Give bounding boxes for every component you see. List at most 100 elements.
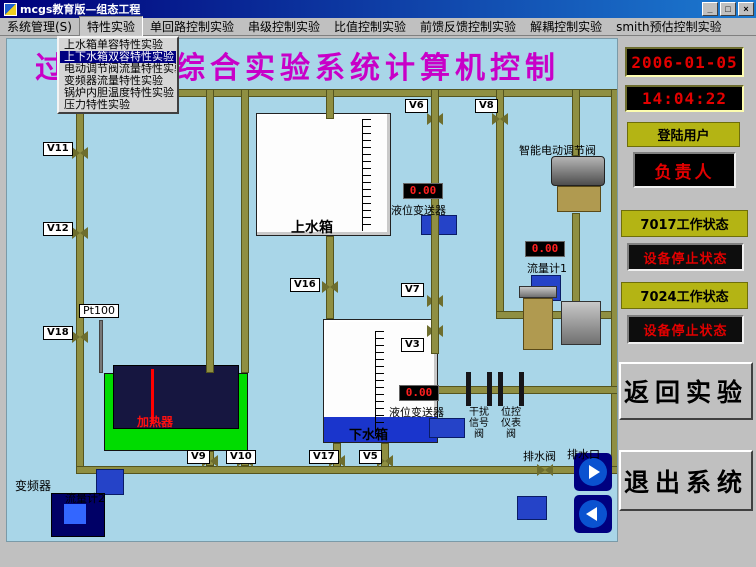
dropdown-item-double-tank[interactable]: 上下水箱双容特性实验 xyxy=(60,51,176,63)
heater-inner-tank xyxy=(113,365,239,429)
menu-feedforward[interactable]: 前馈反馈控制实验 xyxy=(420,20,517,34)
regulator-body[interactable] xyxy=(523,298,553,350)
pipe xyxy=(431,89,439,354)
menu-cascade[interactable]: 串级控制实验 xyxy=(248,20,321,34)
dropdown-item-inverter-flow[interactable]: 变频器流量特性实验 xyxy=(64,75,163,87)
valve-label-v10[interactable]: V10 xyxy=(226,450,256,464)
menubar: 系统管理(S) 特性实验 单回路控制实验 串级控制实验 比值控制实验 前馈反馈控… xyxy=(0,16,756,37)
dropdown-item-boiler-temp[interactable]: 锅炉内胆温度特性实验 xyxy=(64,87,174,99)
inverter-label: 变频器 xyxy=(15,479,52,493)
status-7024-value: 设备停止状态 xyxy=(627,315,744,344)
valve-label-v6[interactable]: V6 xyxy=(405,99,428,113)
pump-2-rotor xyxy=(579,500,607,528)
level-sensor1-label: 液位变送器 xyxy=(391,204,446,217)
pipe xyxy=(206,89,214,373)
pipe xyxy=(438,386,617,394)
valve-label-v11[interactable]: V11 xyxy=(43,142,73,156)
valve-label-v8[interactable]: V8 xyxy=(475,99,498,113)
disturb-valve-label: 干扰信号阀 xyxy=(469,407,489,440)
valve-label-v18[interactable]: V18 xyxy=(43,326,73,340)
flowmeter2-instrument xyxy=(96,469,124,495)
level-sensor2-label: 液位变送器 xyxy=(389,406,444,419)
smart-valve-body[interactable] xyxy=(557,186,601,212)
level-transmitter-lower xyxy=(429,418,465,438)
pipe xyxy=(496,311,617,319)
menu-ratio[interactable]: 比值控制实验 xyxy=(334,20,407,34)
flowmeter1-label: 流量计1 xyxy=(527,262,567,275)
valve-v16-icon[interactable] xyxy=(322,281,338,293)
inverter-pump xyxy=(51,493,105,537)
heater-element xyxy=(151,369,154,424)
minimize-button[interactable]: _ xyxy=(702,2,718,16)
lower-tank-scale xyxy=(375,331,384,436)
heater-label: 加热器 xyxy=(137,415,174,429)
inverter-pump-core xyxy=(64,504,86,524)
login-user-value: 负责人 xyxy=(633,152,736,188)
menu-characteristic[interactable]: 特性实验 xyxy=(78,16,143,37)
level-transmitter-upper xyxy=(421,215,457,235)
drain-valve-label: 排水阀 xyxy=(523,450,556,463)
menu-single-loop[interactable]: 单回路控制实验 xyxy=(150,20,235,34)
pipe xyxy=(326,236,334,319)
dropdown-item-upper-tank[interactable]: 上水箱单容特性实验 xyxy=(64,39,163,51)
valve-label-v16[interactable]: V16 xyxy=(290,278,320,292)
valve-v12-icon[interactable] xyxy=(72,227,88,239)
valve-v18-icon[interactable] xyxy=(72,331,88,343)
upper-tank-label: 上水箱 xyxy=(291,220,333,236)
valve-label-v7[interactable]: V7 xyxy=(401,283,424,297)
date-display: 2006-01-05 xyxy=(625,47,744,77)
pipe xyxy=(572,213,580,311)
exit-system-button[interactable]: 退出系统 xyxy=(619,450,753,511)
disturb-valve[interactable] xyxy=(466,372,492,406)
login-user-label: 登陆用户 xyxy=(627,122,740,147)
content-area: 过程控制综合实验系统计算机控制 上水箱 xyxy=(0,36,756,567)
lower-tank-label: 下水箱 xyxy=(349,428,389,443)
mcgs-app-icon xyxy=(4,2,17,16)
maximize-button[interactable]: □ xyxy=(720,2,736,16)
flow-display-1: 0.00 xyxy=(525,241,565,257)
arrow-left-icon xyxy=(586,507,597,521)
status-7017-label: 7017工作状态 xyxy=(621,210,748,237)
titlebar[interactable]: mcgs教育版—组态工程 _ □ × xyxy=(0,0,756,18)
valve-label-v9[interactable]: V9 xyxy=(187,450,210,464)
valve-v8-icon[interactable] xyxy=(492,113,508,125)
level-display-upper: 0.00 xyxy=(403,183,443,199)
window-title: mcgs教育版—组态工程 xyxy=(20,3,141,16)
position-valve[interactable] xyxy=(498,372,524,406)
menu-system[interactable]: 系统管理(S) xyxy=(7,20,72,34)
regulator-cap xyxy=(519,286,557,298)
pipe xyxy=(326,89,334,119)
smart-valve-motor[interactable] xyxy=(551,156,605,186)
valve-label-v17[interactable]: V17 xyxy=(309,450,339,464)
drain-outlet-label: 排水口 xyxy=(567,448,600,461)
return-experiment-button[interactable]: 返回实验 xyxy=(619,362,753,420)
level-display-lower: 0.00 xyxy=(399,385,439,401)
pipe xyxy=(76,466,617,474)
valve-label-v3[interactable]: V3 xyxy=(401,338,424,352)
pump-2 xyxy=(574,495,612,533)
flowmeter2-label: 流量计2 xyxy=(65,492,105,505)
dropdown-item-pressure[interactable]: 压力特性实验 xyxy=(64,99,130,111)
dropdown-menu: 上水箱单容特性实验 上下水箱双容特性实验 电动调节阀流量特性实验 变频器流量特性… xyxy=(57,36,179,114)
valve-v11-icon[interactable] xyxy=(72,147,88,159)
smart-valve-label: 智能电动调节阀 xyxy=(519,144,596,157)
pump-1-rotor xyxy=(579,458,607,486)
pipe xyxy=(611,89,617,474)
menu-smith[interactable]: smith预估控制实验 xyxy=(616,20,722,34)
valve-label-v5[interactable]: V5 xyxy=(359,450,382,464)
menu-decoupling[interactable]: 解耦控制实验 xyxy=(530,20,603,34)
arrow-right-icon xyxy=(589,465,600,479)
status-7024-label: 7024工作状态 xyxy=(621,282,748,309)
drain-valve-icon[interactable] xyxy=(537,464,553,476)
pipe xyxy=(241,89,249,373)
valve-label-v12[interactable]: V12 xyxy=(43,222,73,236)
regulator-unit[interactable] xyxy=(561,301,601,345)
dropdown-item-electric-valve[interactable]: 电动调节阀流量特性实验 xyxy=(64,63,176,75)
pipe xyxy=(572,89,580,156)
close-button[interactable]: × xyxy=(738,2,754,16)
pt100-label: Pt100 xyxy=(79,304,119,318)
pump-instrument xyxy=(517,496,547,520)
schematic-area: 过程控制综合实验系统计算机控制 上水箱 xyxy=(6,38,618,542)
time-display: 14:04:22 xyxy=(625,85,744,112)
